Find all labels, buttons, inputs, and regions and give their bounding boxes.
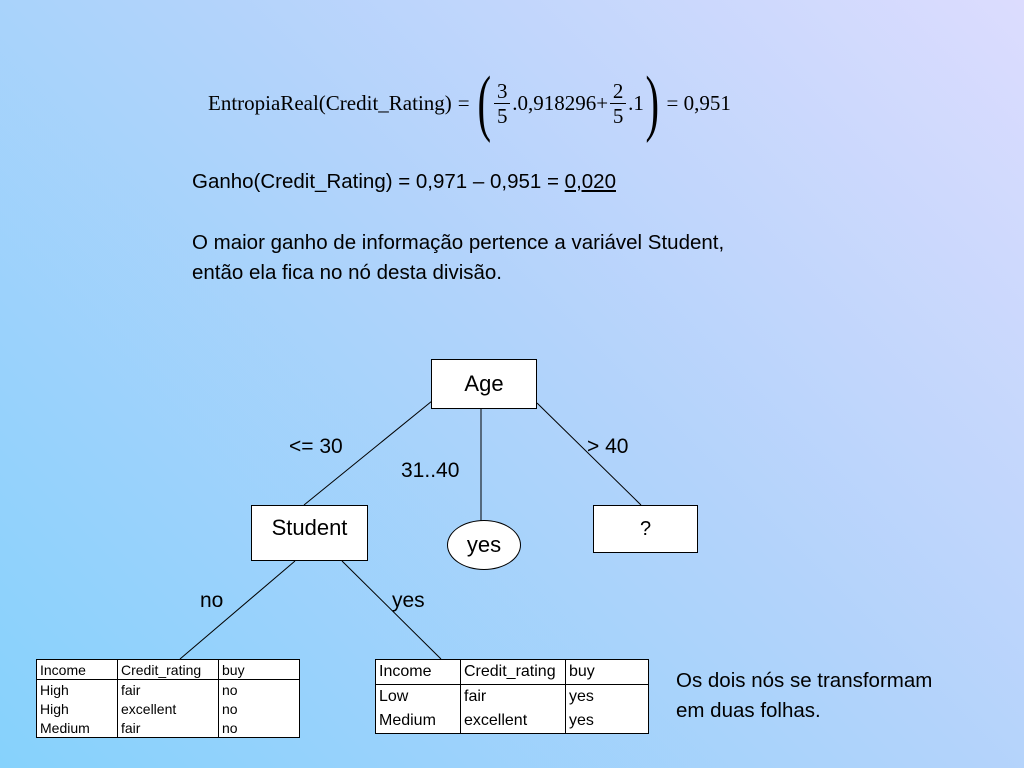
edge-label-31-40: 31..40 <box>401 459 460 482</box>
header-buy: buy <box>565 659 649 685</box>
node-age: Age <box>431 359 537 409</box>
fraction-2: 2 5 <box>610 78 627 128</box>
header-credit-rating: Credit_rating <box>117 659 219 680</box>
cell-credit-rating: excellent <box>460 709 566 734</box>
formula-equals: = <box>457 90 470 115</box>
table-row: Low fair yes <box>376 684 649 709</box>
note-line-1: Os dois nós se transformam <box>676 669 933 692</box>
node-unknown: ? <box>593 505 698 553</box>
cell-buy: yes <box>565 684 649 709</box>
entropy-formula: EntropiaReal(Credit_Rating) = ( 3 5 .0,9… <box>208 62 731 144</box>
fraction-2-denominator: 5 <box>612 103 624 128</box>
fraction-1-numerator: 3 <box>497 78 508 103</box>
header-income: Income <box>36 659 118 680</box>
header-credit-rating: Credit_rating <box>460 659 566 685</box>
right-paren: ) <box>645 62 659 144</box>
table-row: High fair no <box>37 679 300 699</box>
cell-buy: yes <box>565 709 649 734</box>
table-row: High excellent no <box>37 699 300 718</box>
cell-income: Medium <box>379 712 436 729</box>
note-line-2: em duas folhas. <box>676 699 821 722</box>
cell-buy: no <box>218 679 300 699</box>
table-header-row: Income Credit_rating buy <box>375 659 649 685</box>
cell-credit-rating: excellent <box>117 699 219 718</box>
table-row: Medium excellent yes <box>376 709 649 734</box>
conclusion-line-1: O maior ganho de informação pertence a v… <box>192 231 725 254</box>
cell-income: High <box>40 700 69 717</box>
edge-student-no <box>179 560 296 660</box>
formula-term-2: .1 <box>628 90 644 115</box>
fraction-2-numerator: 2 <box>612 78 624 103</box>
edge-label-yes: yes <box>392 589 425 612</box>
cell-credit-rating: fair <box>117 679 219 699</box>
left-paren: ( <box>477 62 491 144</box>
edge-label-no: no <box>200 589 224 612</box>
fraction-1-denominator: 5 <box>497 103 508 128</box>
edge-age-student <box>303 400 433 506</box>
conclusion-line-2: então ela fica no nó desta divisão. <box>192 261 502 284</box>
gain-line: Ganho(Credit_Rating) = 0,971 – 0,951 = 0… <box>192 170 616 194</box>
cell-income: High <box>40 681 69 698</box>
cell-credit-rating: fair <box>117 718 219 738</box>
node-student: Student <box>251 505 368 561</box>
formula-lhs: EntropiaReal(Credit_Rating) <box>208 90 452 115</box>
gain-value: 0,020 <box>564 170 616 193</box>
edge-student-yes <box>341 560 442 660</box>
edge-age-unknown <box>536 402 642 506</box>
fraction-1: 3 5 <box>494 78 511 128</box>
header-income: Income <box>375 659 461 685</box>
table-row: Medium fair no <box>37 718 300 738</box>
edge-label-le30: <= 30 <box>289 435 343 458</box>
cell-buy: no <box>218 699 300 718</box>
node-yes-leaf: yes <box>447 520 521 570</box>
cell-buy: no <box>218 718 300 738</box>
gain-text: Ganho(Credit_Rating) = 0,971 – 0,951 = <box>192 170 565 193</box>
cell-income: Low <box>379 688 409 705</box>
formula-result: = 0,951 <box>666 90 731 115</box>
edge-label-gt40: > 40 <box>587 435 629 458</box>
formula-term-1: .0,918296+ <box>512 90 609 115</box>
cell-credit-rating: fair <box>460 684 566 709</box>
cell-income: Medium <box>40 719 90 736</box>
table-header-row: Income Credit_rating buy <box>36 659 300 680</box>
header-buy: buy <box>218 659 300 680</box>
table-student-yes: Income Credit_rating buy Low fair yes Me… <box>375 659 649 734</box>
table-student-no: Income Credit_rating buy High fair no Hi… <box>36 659 300 738</box>
